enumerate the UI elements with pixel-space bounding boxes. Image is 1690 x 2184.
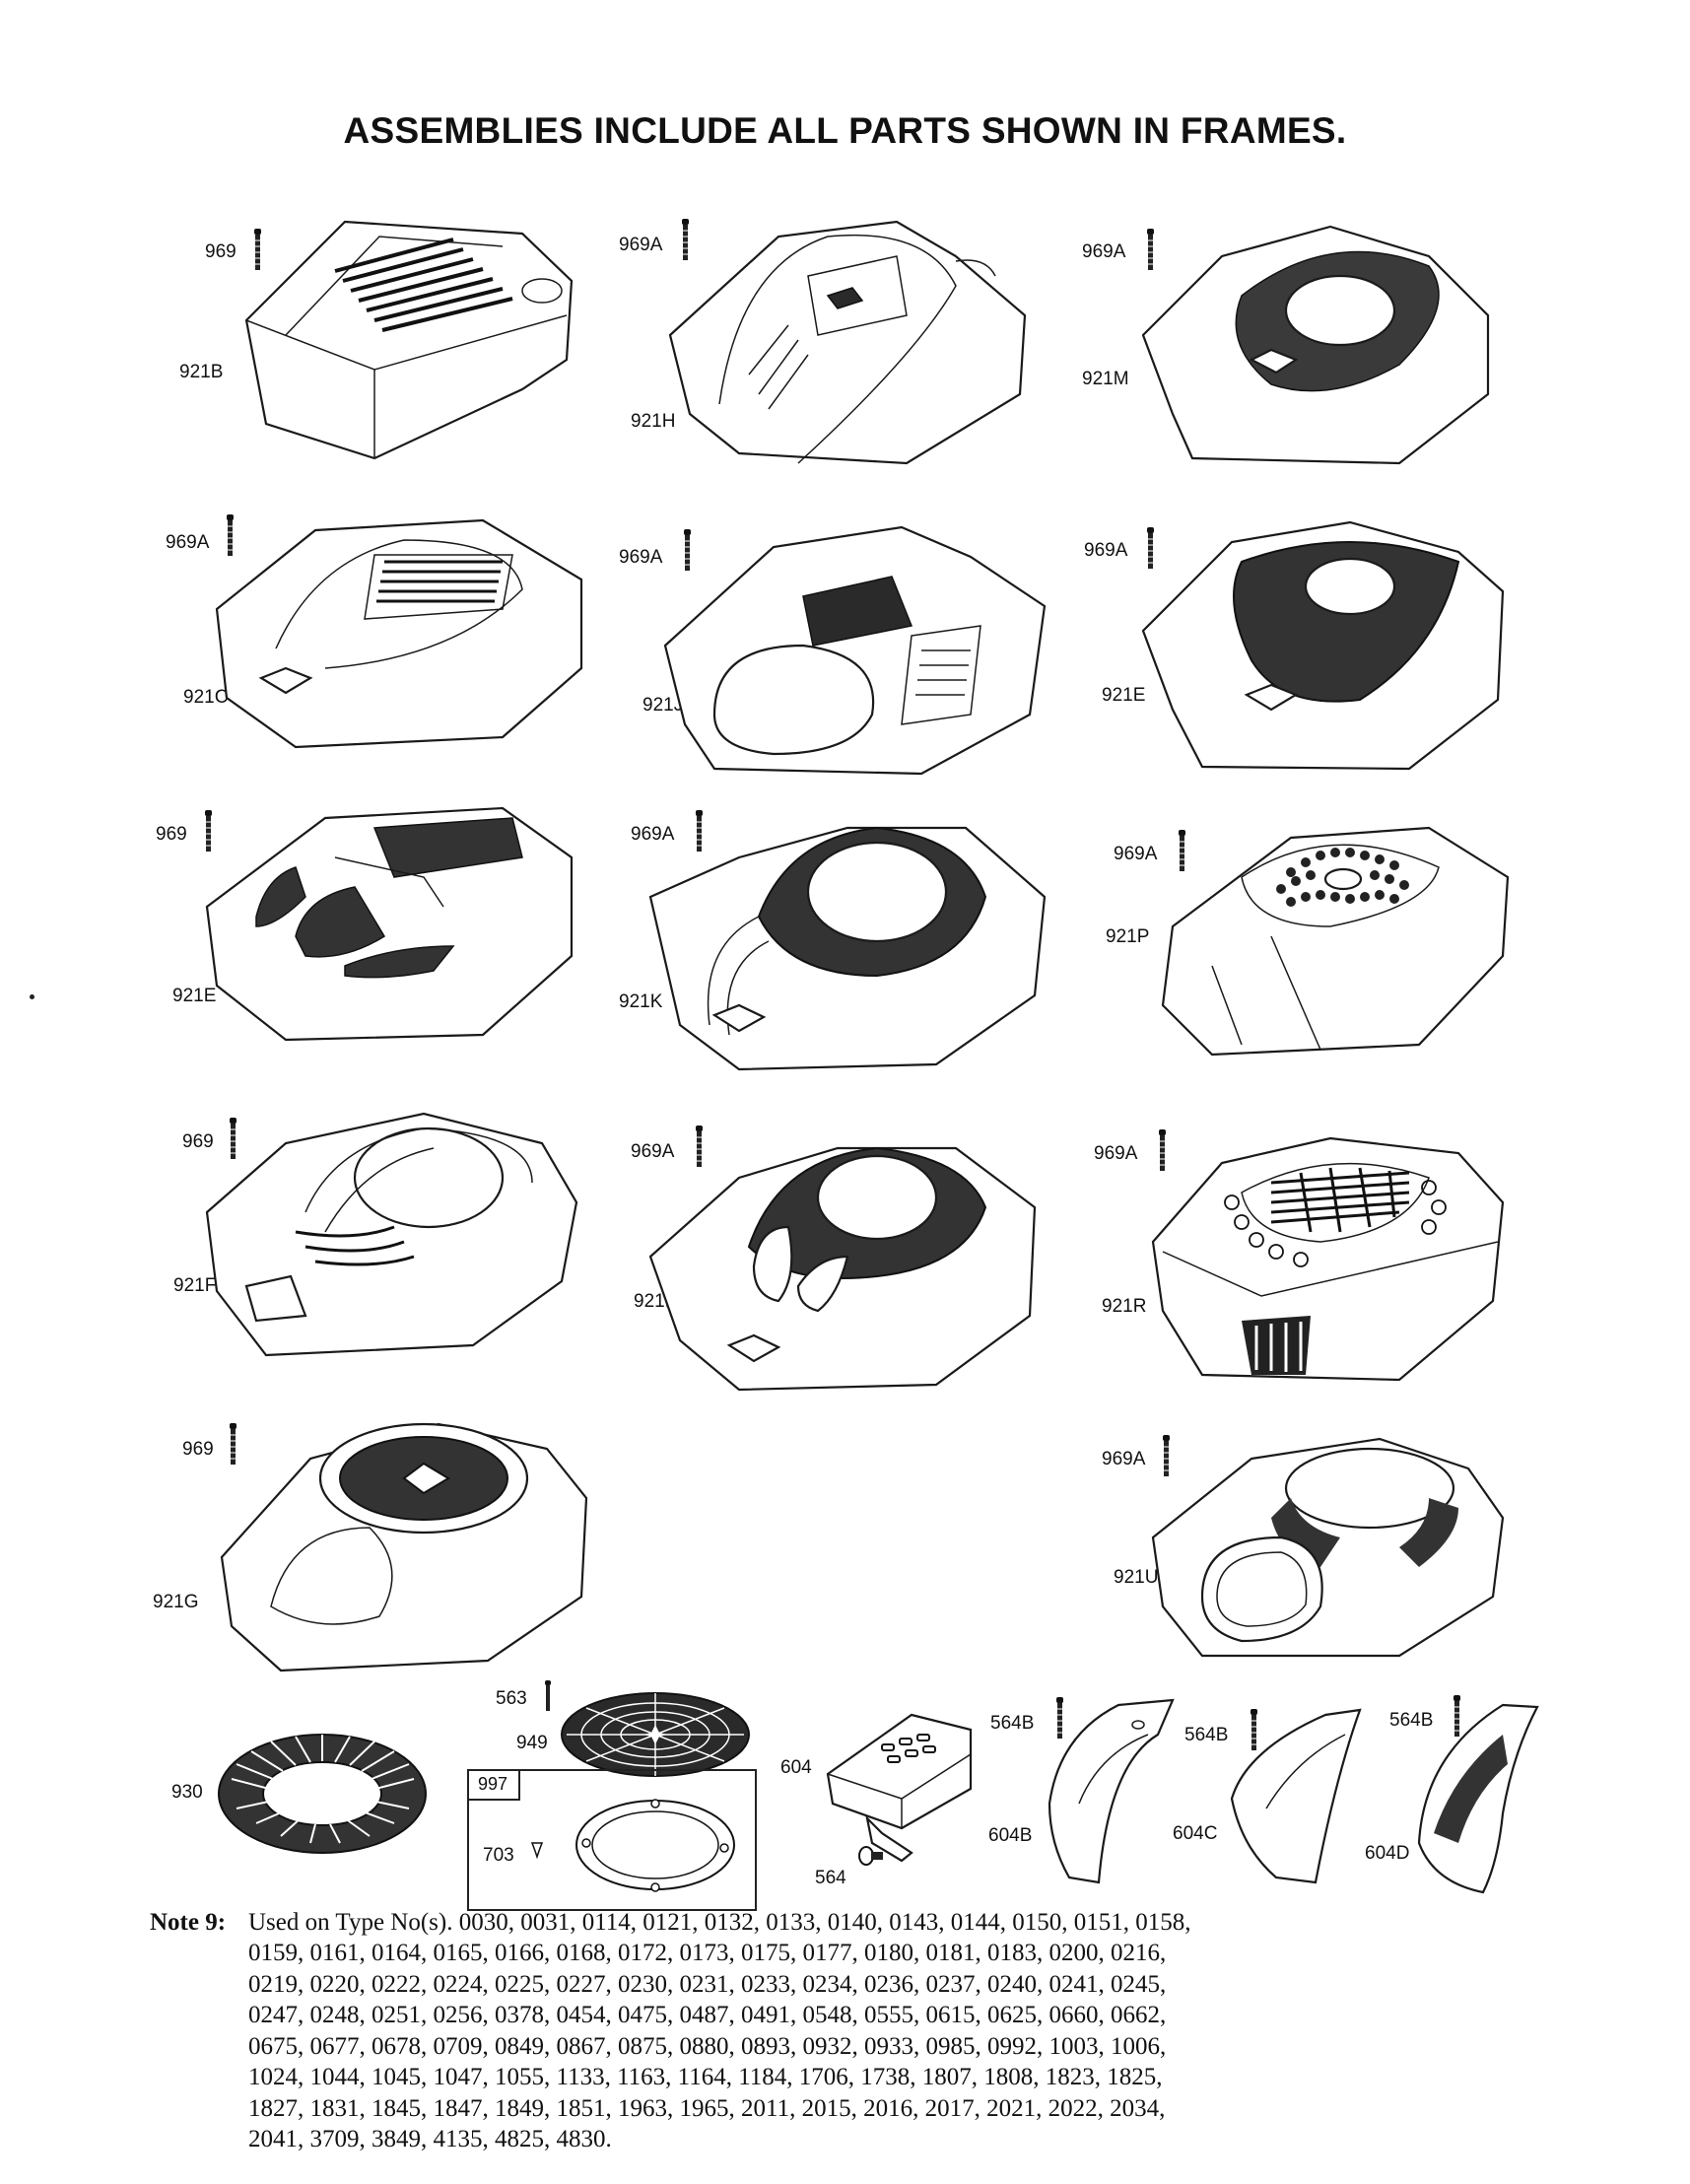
screw-label-921B: 969 — [205, 241, 237, 262]
screw-label-921L: 969A — [631, 1141, 675, 1162]
blower-housing-921G — [212, 1409, 596, 1675]
part-label-921F: 921F — [173, 1275, 217, 1296]
blower-housing-921N — [1133, 512, 1508, 779]
screw-icon — [230, 1423, 237, 1465]
fuel-tank-cover-604 — [823, 1695, 980, 1863]
part-label-604B: 604B — [988, 1825, 1033, 1846]
screw-label-921M: 969A — [1082, 241, 1126, 262]
screw-label-921N: 969A — [1084, 540, 1128, 561]
screw-label-921P: 969A — [1114, 844, 1158, 864]
blower-housing-921E — [197, 798, 581, 1055]
part-label-921J: 921J — [642, 695, 684, 716]
note-line: 2041, 3709, 3849, 4135, 4825, 4830. — [248, 2126, 612, 2152]
screw-icon — [682, 219, 689, 260]
part-label-921K: 921K — [619, 991, 663, 1012]
blower-housing-921U — [1143, 1429, 1508, 1666]
screw-label-921K: 969A — [631, 824, 675, 845]
note-type-list: 0159, 0161, 0164, 0165, 0166, 0168, 0172… — [248, 1938, 1253, 2155]
part-label-921G: 921G — [153, 1592, 199, 1612]
part-label-921P: 921P — [1106, 926, 1150, 947]
note-first-line: Used on Type No(s). 0030, 0031, 0114, 01… — [248, 1909, 1191, 1936]
screw-label-921J: 969A — [619, 547, 663, 568]
note-line: 0675, 0677, 0678, 0709, 0849, 0867, 0875… — [248, 2032, 1167, 2060]
blower-housing-921B — [227, 212, 581, 468]
note-label: Note 9: — [150, 1909, 227, 1936]
part-label-564B-3: 564B — [1389, 1710, 1434, 1731]
note-line: 1024, 1044, 1045, 1047, 1055, 1133, 1163… — [248, 2064, 1163, 2090]
assembly-frame-997 — [467, 1769, 757, 1911]
part-label-921H: 921H — [631, 411, 676, 432]
scan-mark — [30, 994, 34, 999]
part-label-921E: 921E — [172, 986, 217, 1006]
screw-icon — [227, 514, 234, 556]
debris-screen-949 — [557, 1690, 754, 1784]
screw-icon — [1056, 1697, 1063, 1739]
screw-icon — [1147, 527, 1154, 569]
note-line: 0219, 0220, 0222, 0224, 0225, 0227, 0230… — [248, 1970, 1167, 1998]
blower-housing-921K — [641, 798, 1054, 1074]
part-label-604C: 604C — [1173, 1823, 1218, 1844]
screw-icon — [1159, 1129, 1166, 1171]
screw-label-921F: 969 — [182, 1131, 214, 1152]
part-label-921C: 921C — [183, 687, 229, 708]
part-label-604: 604 — [780, 1757, 812, 1778]
screw-label-921R: 969A — [1094, 1143, 1138, 1164]
part-label-564: 564 — [815, 1868, 846, 1888]
screw-icon — [545, 1680, 551, 1711]
part-label-703: 703 — [483, 1845, 514, 1866]
screw-icon — [684, 529, 691, 571]
note-line: 1827, 1831, 1845, 1847, 1849, 1851, 1963… — [248, 2094, 1166, 2122]
screw-label-921H: 969A — [619, 235, 663, 255]
screw-label-921G: 969 — [182, 1439, 214, 1460]
screw-icon — [858, 1846, 883, 1866]
part-label-564B-2: 564B — [1184, 1725, 1229, 1745]
blower-housing-921R — [1143, 1124, 1508, 1390]
screw-icon — [696, 1126, 703, 1167]
screw-icon — [696, 810, 703, 852]
blower-housing-921L — [641, 1119, 1045, 1395]
shroud-604D — [1414, 1695, 1542, 1894]
note-line: 0159, 0161, 0164, 0165, 0166, 0168, 0172… — [248, 1940, 1167, 1966]
screen-retainer — [572, 1794, 739, 1897]
note-line: 0247, 0248, 0251, 0256, 0378, 0454, 0475… — [248, 2002, 1167, 2028]
screw-icon — [1163, 1435, 1170, 1476]
part-label-921U: 921U — [1114, 1567, 1159, 1588]
blower-housing-921P — [1153, 818, 1518, 1064]
screw-icon — [1179, 830, 1185, 871]
air-guide-930 — [212, 1720, 434, 1868]
screw-icon — [1453, 1695, 1460, 1737]
screw-icon — [254, 229, 261, 270]
page-title: ASSEMBLIES INCLUDE ALL PARTS SHOWN IN FR… — [343, 110, 1347, 151]
screw-label-921E: 969 — [156, 824, 187, 845]
screw-icon — [230, 1118, 237, 1159]
blower-housing-921M — [1133, 217, 1498, 473]
part-label-930: 930 — [171, 1782, 203, 1803]
part-label-921N: 921E — [1102, 685, 1146, 706]
part-label-564B-1: 564B — [990, 1713, 1035, 1734]
blower-housing-921J — [655, 517, 1049, 779]
part-label-921M: 921M — [1082, 369, 1129, 389]
shroud-604B — [1040, 1695, 1178, 1884]
blower-housing-921F — [197, 1104, 581, 1360]
frame-label-997: 997 — [467, 1769, 520, 1801]
blower-housing-921H — [660, 207, 1035, 473]
screw-icon — [205, 810, 212, 852]
blower-housing-921C — [207, 501, 591, 757]
rivet-icon — [530, 1842, 544, 1859]
shroud-604C — [1227, 1700, 1365, 1887]
screw-icon — [1147, 229, 1154, 270]
part-label-921B: 921B — [179, 362, 224, 382]
part-label-921R: 921R — [1102, 1296, 1147, 1317]
screw-label-921U: 969A — [1102, 1449, 1146, 1469]
screw-label-921C: 969A — [166, 532, 210, 553]
part-label-604D: 604D — [1365, 1843, 1410, 1864]
screw-icon — [1251, 1709, 1257, 1750]
part-label-563: 563 — [496, 1688, 527, 1709]
part-label-949: 949 — [516, 1733, 548, 1753]
